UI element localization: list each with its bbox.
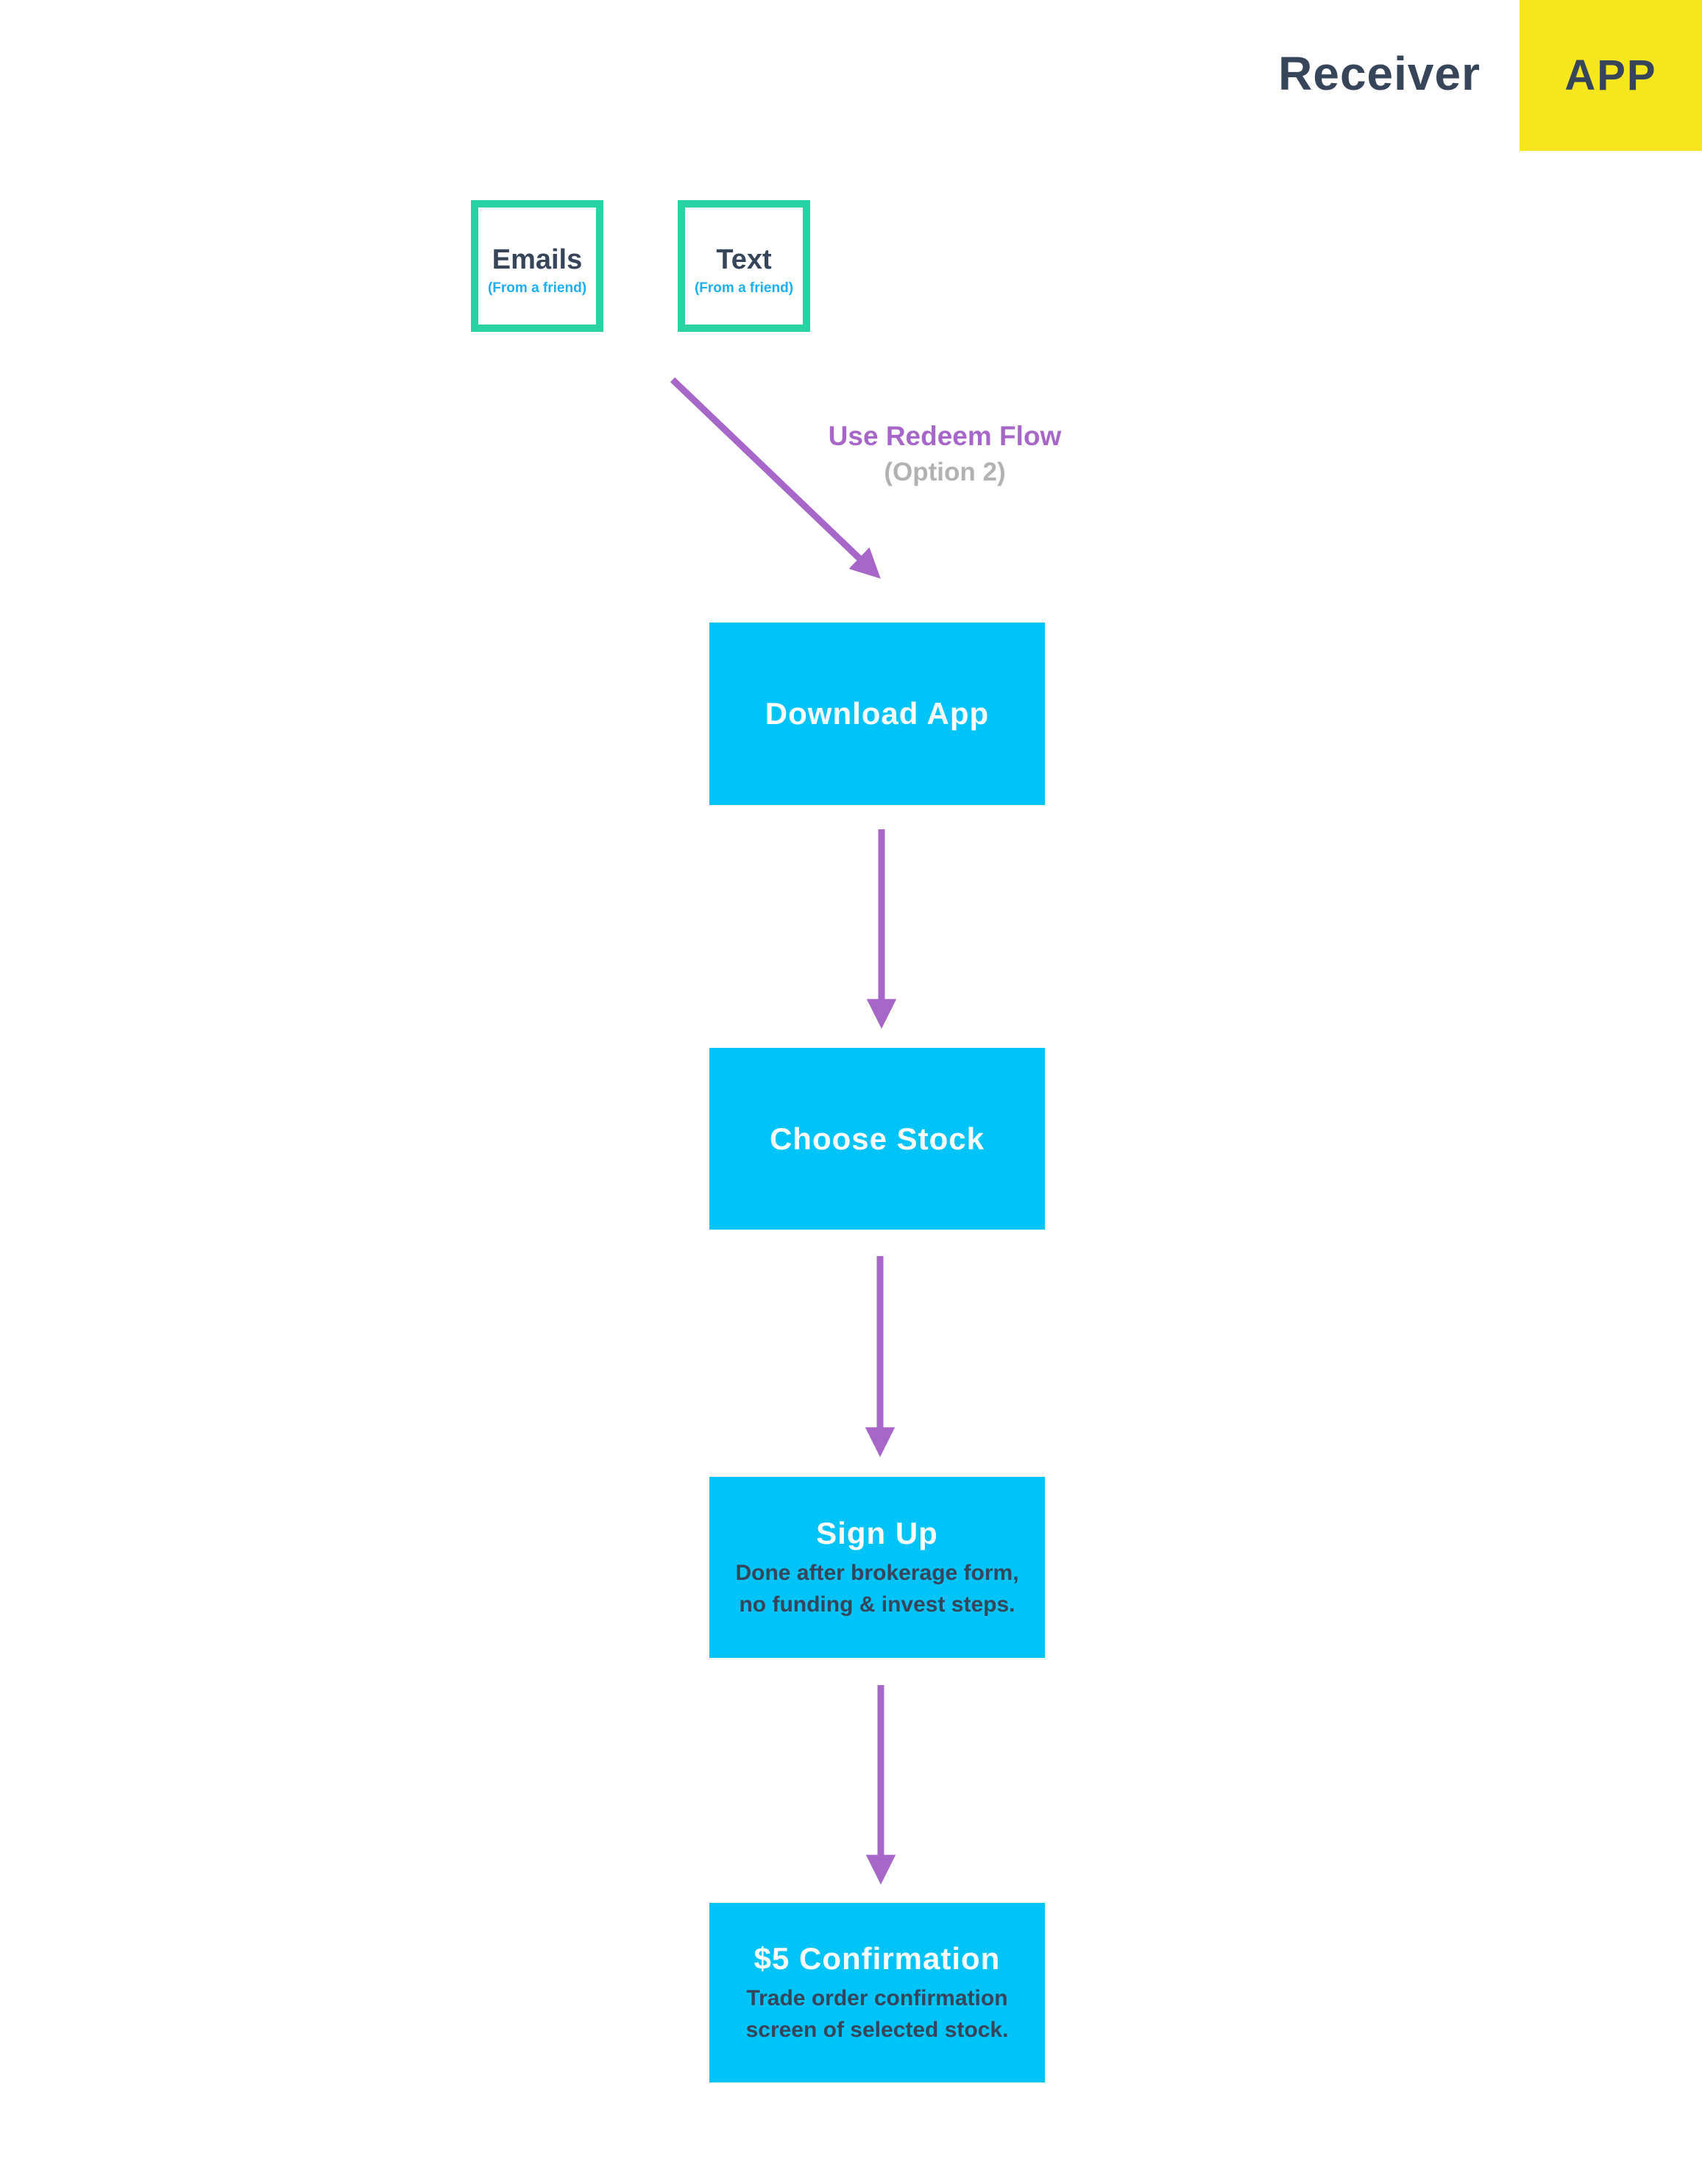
step-subtitle-sign-up-line2: no funding & invest steps.: [739, 1592, 1015, 1617]
source-subtitle-emails: (From a friend): [487, 280, 587, 296]
source-subtitle-text: (From a friend): [694, 280, 794, 296]
step-box-sign-up: Sign Up Done after brokerage form, no fu…: [709, 1477, 1045, 1658]
source-box-text: Text (From a friend): [678, 200, 810, 332]
source-box-emails: Emails (From a friend): [471, 200, 603, 332]
redeem-flow-label: Use Redeem Flow: [828, 421, 1062, 451]
redeem-flow-option-label: (Option 2): [884, 458, 1006, 486]
source-title-text: Text: [716, 244, 772, 275]
step-box-confirmation: $5 Confirmation Trade order confirmation…: [709, 1903, 1045, 2082]
app-badge: APP: [1520, 0, 1702, 151]
receiver-title: Receiver: [1278, 47, 1481, 100]
source-title-emails: Emails: [492, 244, 583, 275]
step-subtitle-confirmation-line2: screen of selected stock.: [745, 2018, 1009, 2042]
step-title-download-app: Download App: [765, 696, 990, 731]
step-subtitle-confirmation-line1: Trade order confirmation: [746, 1986, 1008, 2010]
step-title-confirmation: $5 Confirmation: [754, 1941, 1001, 1976]
step-box-choose-stock: Choose Stock: [709, 1048, 1045, 1230]
step-subtitle-confirmation: Trade order confirmation screen of selec…: [746, 1982, 1009, 2046]
step-box-download-app: Download App: [709, 623, 1045, 805]
redeem-flow-note: Use Redeem Flow (Option 2): [829, 418, 1062, 490]
step-title-sign-up: Sign Up: [816, 1516, 938, 1550]
step-title-choose-stock: Choose Stock: [769, 1121, 985, 1156]
step-subtitle-sign-up-line1: Done after brokerage form,: [735, 1561, 1019, 1585]
step-subtitle-sign-up: Done after brokerage form, no funding & …: [735, 1557, 1018, 1620]
